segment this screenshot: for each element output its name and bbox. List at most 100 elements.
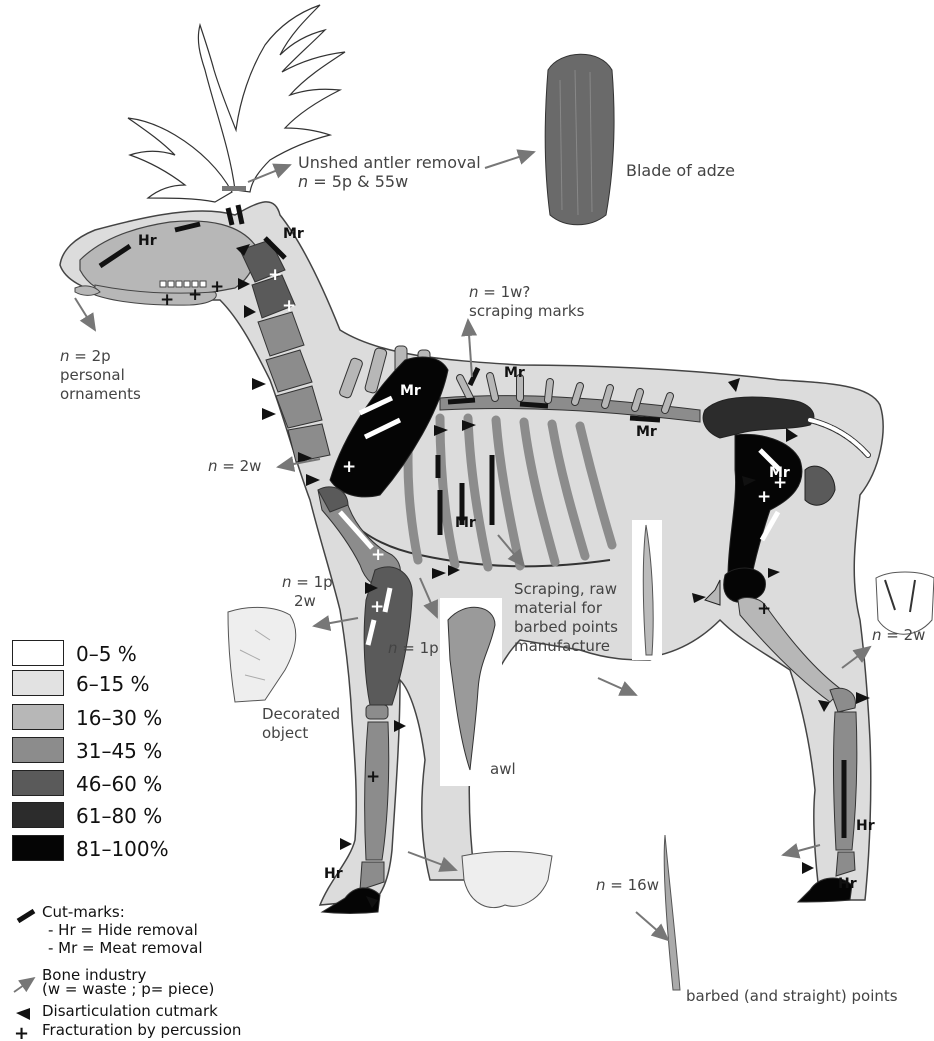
legend-cutmarks-mr: - Mr = Meat removal	[48, 940, 203, 957]
scraping-line2: scraping marks	[469, 302, 584, 321]
svg-text:+: +	[160, 290, 174, 310]
humerus-line2: 2w	[282, 592, 333, 611]
bone-label-mr-scapula: Mr	[400, 383, 421, 399]
legend-bin-swatch	[12, 737, 64, 763]
ornaments-count: = 2p	[70, 347, 111, 365]
scraping-marks-label: n = 1w? scraping marks	[469, 283, 584, 321]
ornaments-label: n = 2p personal ornaments	[60, 347, 141, 404]
legend-bin: 81–100%	[12, 835, 272, 861]
legend-bin-swatch	[12, 704, 64, 730]
bone-label-mr-femur: Mr	[769, 465, 790, 481]
barbed-raw-line2: material for	[514, 599, 618, 618]
decorated-object-label: Decorated object	[262, 705, 340, 743]
legend-bin-swatch	[12, 802, 64, 828]
cutmark-legend-icon	[18, 911, 34, 921]
ornaments-line2: personal	[60, 366, 141, 385]
legend-bin-label: 0–5 %	[76, 642, 137, 666]
legend-bin-label: 81–100%	[76, 837, 169, 861]
antler-count: = 5p & 55w	[308, 172, 408, 191]
legend-cutmarks-title: Cut-marks:	[42, 904, 125, 921]
antler-removal-label: Unshed antler removal n = 5p & 55w	[298, 153, 481, 191]
legend-bin-swatch	[12, 835, 64, 861]
legend-bin-swatch	[12, 670, 64, 696]
bone-label-hr-hind-foot: Hr	[838, 876, 857, 892]
arrow-legend-icon	[14, 978, 34, 992]
points-count: = 16w	[606, 876, 659, 894]
legend-cutmarks-hr: - Hr = Hide removal	[48, 922, 198, 939]
hind-waste-label: n = 2w	[872, 626, 925, 645]
antler-line2: n = 5p & 55w	[298, 172, 481, 191]
legend-bin: 61–80 %	[12, 802, 272, 828]
humerus-n: n	[282, 573, 292, 591]
bone-label-hr-hind-shaft: Hr	[856, 818, 875, 834]
awl-n: n	[388, 639, 398, 657]
barbed-raw-line3: barbed points	[514, 618, 618, 637]
points-n: n	[596, 876, 606, 894]
legend-bin-label: 16–30 %	[76, 706, 162, 730]
barbed-raw-line4: manufacture	[514, 637, 618, 656]
bone-label-hr-skull: Hr	[138, 233, 157, 249]
tooth-drawing	[876, 572, 934, 634]
barbed-raw-line1: Scraping, raw	[514, 580, 618, 599]
humerus-line1: n = 1p	[282, 573, 333, 592]
adze-label: Blade of adze	[626, 161, 735, 180]
bone-label-mr-ribs: Mr	[455, 515, 476, 531]
svg-text:+: +	[188, 285, 202, 305]
points-label: barbed (and straight) points	[686, 987, 898, 1006]
awl-label: awl	[490, 760, 516, 779]
awl-n-label: n = 1p	[388, 639, 439, 658]
svg-text:+: +	[757, 599, 771, 619]
legend-bin-label: 6–15 %	[76, 672, 150, 696]
legend-bin-swatch	[12, 770, 64, 796]
svg-text:+: +	[757, 487, 771, 507]
points-drawing	[664, 835, 680, 990]
ornaments-line1: n = 2p	[60, 347, 141, 366]
ornaments-n: n	[60, 347, 70, 365]
legend-bin-label: 46–60 %	[76, 772, 162, 796]
svg-text:+: +	[371, 545, 385, 565]
scapula-waste-label: n = 2w	[208, 457, 261, 476]
scraping-n: n	[469, 283, 479, 301]
hind-waste-n: n	[872, 626, 882, 644]
triangle-legend-icon	[16, 1008, 30, 1020]
humerus-count: = 1p	[292, 573, 333, 591]
legend-icons: +	[14, 911, 34, 1041]
points-n-label: n = 16w	[596, 876, 659, 895]
svg-text:+: +	[370, 597, 384, 617]
scraping-count: = 1w?	[479, 283, 531, 301]
scraping-line1: n = 1w?	[469, 283, 584, 302]
svg-text:+: +	[210, 277, 224, 297]
cross-legend-icon: +	[14, 1023, 29, 1041]
scapula-waste-count: = 2w	[218, 457, 262, 475]
humerus-label: n = 1p 2w	[282, 573, 333, 611]
legend-bin: 0–5 %	[12, 640, 272, 666]
decorated-line2: object	[262, 724, 340, 743]
legend-bin: 31–45 %	[12, 737, 272, 763]
legend-bin-label: 61–80 %	[76, 804, 162, 828]
svg-text:+: +	[282, 296, 296, 316]
legend-bin: 16–30 %	[12, 704, 272, 730]
hoof-drawing	[462, 852, 552, 908]
bone-label-hr-fore: Hr	[324, 866, 343, 882]
bone-label-mr-neck: Mr	[283, 226, 304, 242]
legend-bin-swatch	[12, 640, 64, 666]
svg-text:+: +	[268, 265, 282, 285]
legend-bin: 6–15 %	[12, 670, 272, 696]
legend-bone-industry: Bone industry (w = waste ; p= piece)	[42, 968, 214, 996]
ornaments-line3: ornaments	[60, 385, 141, 404]
antler-n: n	[298, 172, 308, 191]
legend-disarticulation: Disarticulation cutmark	[42, 1003, 218, 1020]
awl-count: = 1p	[398, 639, 439, 657]
legend-bone-industry-line2: (w = waste ; p= piece)	[42, 982, 214, 996]
bone-label-mr-back2: Mr	[636, 424, 657, 440]
decorated-line1: Decorated	[262, 705, 340, 724]
svg-text:+: +	[342, 457, 356, 477]
legend-bin: 46–60 %	[12, 770, 272, 796]
bone-label-mr-back: Mr	[504, 365, 525, 381]
barbed-raw-label: Scraping, raw material for barbed points…	[514, 580, 618, 656]
hind-waste-count: = 2w	[882, 626, 926, 644]
adze-blade-drawing	[545, 54, 614, 225]
legend-bin-label: 31–45 %	[76, 739, 162, 763]
scapula-waste-n: n	[208, 457, 218, 475]
